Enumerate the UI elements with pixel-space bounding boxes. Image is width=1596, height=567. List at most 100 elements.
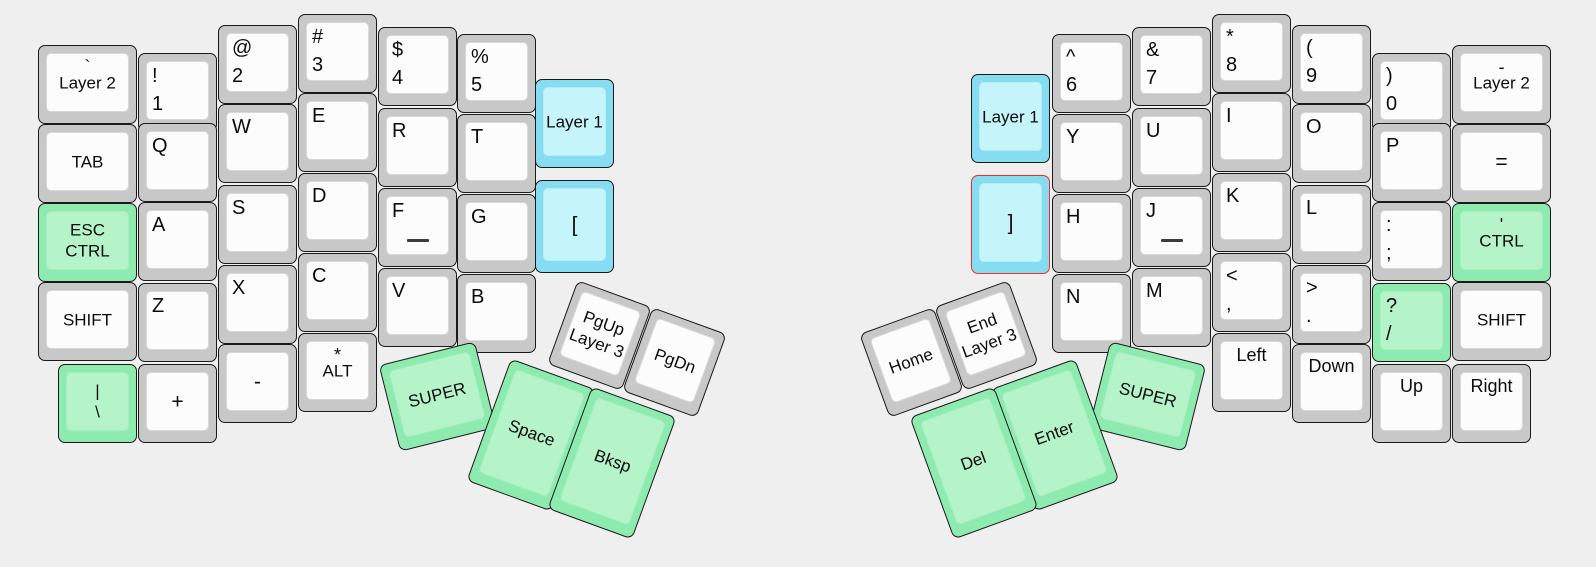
key-legend: # [312, 26, 324, 48]
key-legend: ? [1386, 295, 1398, 317]
key-0-paren[interactable]: )0 [1372, 53, 1451, 132]
keycap-surface: | \ [66, 372, 129, 431]
key-t[interactable]: T [457, 114, 536, 193]
key-e[interactable]: E [298, 93, 377, 172]
keycap-surface: Up [1380, 372, 1443, 431]
keycap-surface: -Layer 2 [1460, 53, 1543, 112]
key-u[interactable]: U [1132, 108, 1211, 187]
key-w[interactable]: W [218, 104, 297, 183]
key-alt-asterisk[interactable]: *ALT [298, 333, 377, 412]
key-d[interactable]: D [298, 173, 377, 252]
key-ctrl-quote[interactable]: 'CTRL [1452, 203, 1551, 282]
key-y[interactable]: Y [1052, 114, 1131, 193]
key-legend: S [232, 197, 246, 219]
key-tab[interactable]: TAB [38, 124, 137, 203]
key-3-hash[interactable]: #3 [298, 14, 377, 93]
key-left-arrow[interactable]: Left [1212, 333, 1291, 412]
key-7-ampersand[interactable]: &7 [1132, 27, 1211, 106]
key-6-caret[interactable]: ^6 [1052, 34, 1131, 113]
key-s[interactable]: S [218, 185, 297, 264]
keycap-surface: Down [1300, 352, 1363, 411]
key-2-at[interactable]: @2 [218, 25, 297, 104]
key-legend: TAB [71, 152, 104, 171]
key-c[interactable]: C [298, 253, 377, 332]
key-super-left[interactable]: SUPER [378, 341, 497, 452]
key-shift-right[interactable]: SHIFT [1452, 282, 1551, 361]
key-legend: 0 [1386, 93, 1398, 115]
key-legend: PgDn [651, 344, 699, 377]
key-shift-left[interactable]: SHIFT [38, 282, 137, 361]
key-legend: * [1226, 26, 1234, 48]
key-right-arrow[interactable]: Right [1452, 364, 1531, 443]
key-legend: - [1498, 57, 1505, 77]
key-h[interactable]: H [1052, 194, 1131, 273]
key-b[interactable]: B [457, 274, 536, 353]
keycap-surface: `Layer 2 [46, 53, 129, 112]
key-p[interactable]: P [1372, 123, 1451, 202]
key-up-arrow[interactable]: Up [1372, 364, 1451, 443]
key-legend: Y [1066, 126, 1080, 148]
keycap-surface: W [226, 112, 289, 171]
key-z[interactable]: Z [138, 283, 217, 362]
key-legend: Del [958, 447, 989, 475]
keycap-surface: X [226, 273, 289, 332]
key-j[interactable]: J [1132, 188, 1211, 267]
key-legend: Left [1236, 345, 1267, 365]
key-v[interactable]: V [378, 268, 457, 347]
key-pipe-backslash[interactable]: | \ [58, 364, 137, 443]
key-n[interactable]: N [1052, 274, 1131, 353]
key-layer2-minus[interactable]: -Layer 2 [1452, 45, 1551, 124]
key-layer2-grave[interactable]: `Layer 2 [38, 45, 137, 124]
key-1-exclaim[interactable]: !1 [138, 53, 217, 132]
keycap-surface: - [226, 352, 289, 411]
key-q[interactable]: Q [138, 123, 217, 202]
key-layer1-left[interactable]: Layer 1 [535, 79, 614, 168]
key-legend: - [254, 370, 261, 393]
key-super-right[interactable]: SUPER [1088, 341, 1207, 452]
key-slash-question[interactable]: ?/ [1372, 283, 1451, 362]
key-l[interactable]: L [1292, 185, 1371, 264]
key-legend: @ [232, 37, 253, 59]
key-5-percent[interactable]: %5 [457, 34, 536, 113]
key-legend: T [471, 126, 484, 148]
keycap-surface: ?/ [1380, 291, 1443, 350]
key-plus[interactable]: + [138, 364, 217, 443]
key-semicolon-colon[interactable]: :; [1372, 202, 1451, 281]
key-minus-left[interactable]: - [218, 344, 297, 423]
key-bracket-right[interactable]: ] [971, 175, 1050, 274]
key-g[interactable]: G [457, 194, 536, 273]
key-r[interactable]: R [378, 108, 457, 187]
key-layer1-right[interactable]: Layer 1 [971, 74, 1050, 163]
key-bracket-left[interactable]: [ [535, 180, 614, 273]
key-o[interactable]: O [1292, 104, 1371, 183]
key-legend: : [1386, 214, 1392, 236]
key-k[interactable]: K [1212, 173, 1291, 252]
key-equals[interactable]: = [1452, 124, 1551, 203]
keycap-surface: Right [1460, 372, 1523, 431]
key-a[interactable]: A [138, 202, 217, 281]
key-8-asterisk[interactable]: *8 [1212, 14, 1291, 93]
key-m[interactable]: M [1132, 268, 1211, 347]
key-i[interactable]: I [1212, 93, 1291, 172]
keycap-surface: N [1060, 282, 1123, 341]
keycap-surface: + [146, 372, 209, 431]
key-f[interactable]: F [378, 188, 457, 267]
key-legend: | \ [95, 380, 100, 422]
key-9-paren[interactable]: (9 [1292, 25, 1371, 104]
key-legend: L [1306, 197, 1318, 219]
key-down-arrow[interactable]: Down [1292, 344, 1371, 423]
key-4-dollar[interactable]: $4 [378, 27, 457, 106]
key-period-gt[interactable]: >. [1292, 265, 1371, 344]
key-comma-lt[interactable]: <, [1212, 253, 1291, 332]
keycap-surface: = [1460, 132, 1543, 191]
key-x[interactable]: X [218, 265, 297, 344]
key-legend: W [232, 116, 251, 138]
keycap-surface: Layer 1 [979, 82, 1042, 151]
key-legend: ( [1306, 37, 1313, 59]
keycap-surface: %5 [465, 42, 528, 101]
keycap-surface: *ALT [306, 341, 369, 400]
key-esc-ctrl[interactable]: ESC CTRL [38, 203, 137, 282]
key-legend: O [1306, 116, 1322, 138]
keycap-surface: H [1060, 202, 1123, 261]
key-legend: Layer 2 [1473, 73, 1530, 92]
